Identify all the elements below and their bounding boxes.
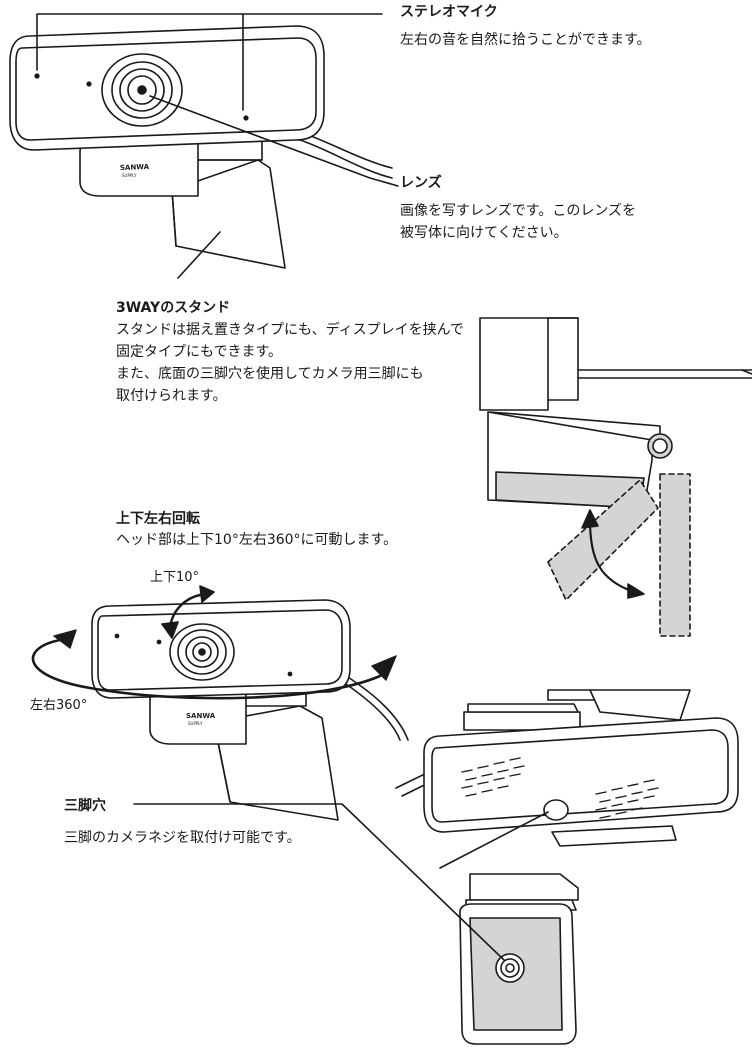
stand-description-line2: 固定タイプにもできます。 bbox=[116, 344, 283, 360]
callout-line-tripod bbox=[133, 803, 505, 961]
webcam-front-illustration bbox=[9, 25, 393, 279]
stand-description-line3: また、底面の三脚穴を使用してカメラ用三脚にも bbox=[116, 366, 424, 382]
stand-mount-diagram bbox=[479, 317, 752, 637]
stereo-mic-description: 左右の音を自然に拾うことができます。 bbox=[400, 32, 651, 48]
stand-description-line1: スタンドは据え置きタイプにも、ディスプレイを挟んで bbox=[116, 322, 464, 338]
brand-logo-2: SANWA bbox=[186, 712, 216, 720]
webcam-rotation-illustration bbox=[31, 585, 409, 821]
callout-lines-mic bbox=[36, 13, 383, 111]
brand-logo-1-sub: SUPPLY bbox=[122, 173, 137, 178]
rotation-description: ヘッド部は上下10°左右360°に可動します。 bbox=[116, 532, 398, 548]
lens-title: レンズ bbox=[400, 175, 442, 191]
tripod-title: 三脚穴 bbox=[64, 798, 106, 814]
lens-description-line2: 被写体に向けてください。 bbox=[400, 225, 568, 241]
rotation-horizontal-label: 左右360° bbox=[30, 698, 88, 713]
stereo-mic-title: ステレオマイク bbox=[400, 4, 498, 20]
webcam-back-illustration bbox=[395, 689, 739, 1045]
brand-logo-2-sub: SUPPLY bbox=[188, 721, 203, 726]
rotation-title: 上下左右回転 bbox=[116, 511, 200, 527]
callout-line-lens bbox=[149, 95, 399, 187]
stand-description-line4: 取付けられます。 bbox=[116, 388, 227, 404]
tripod-description: 三脚のカメラネジを取付け可能です。 bbox=[64, 830, 301, 846]
lens-description-line1: 画像を写すレンズです。このレンズを bbox=[400, 203, 637, 219]
brand-logo-1: SANWA bbox=[120, 163, 150, 172]
stand-title: 3WAYのスタンド bbox=[116, 300, 231, 316]
rotation-vertical-label: 上下10° bbox=[150, 570, 200, 585]
